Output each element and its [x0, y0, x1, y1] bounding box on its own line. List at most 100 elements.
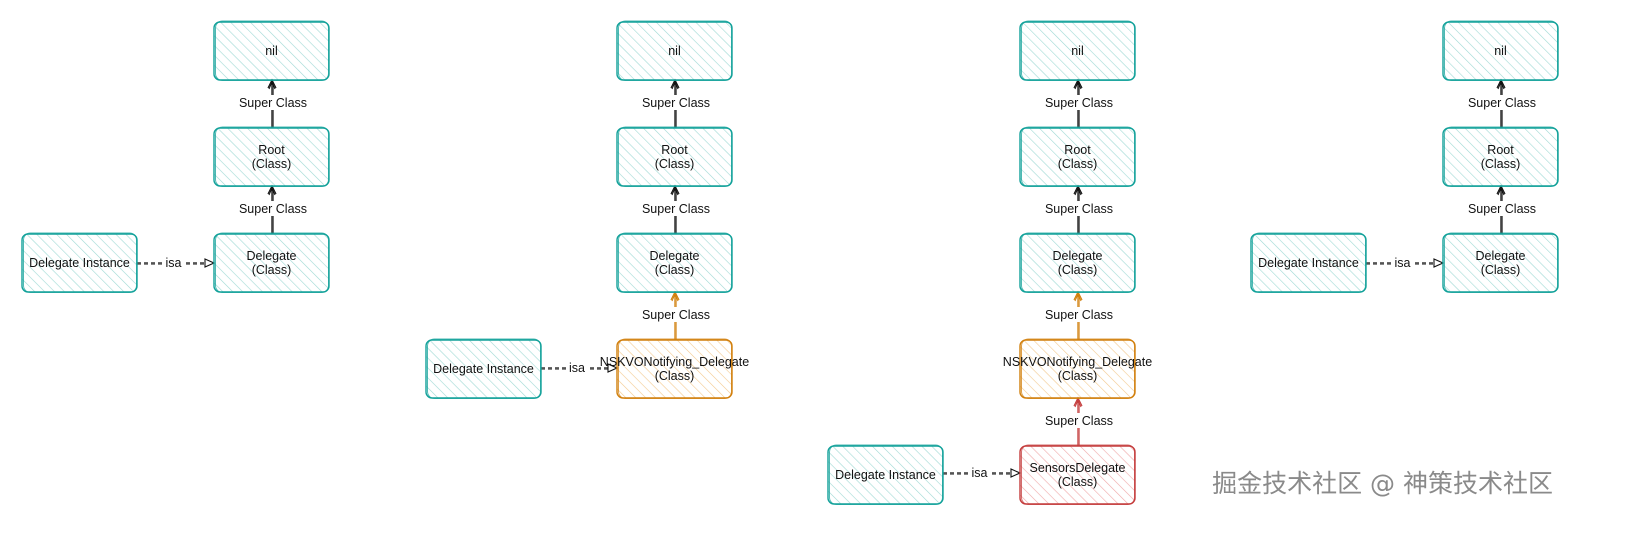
col2-edge-kvo-delegate-label-bg	[639, 307, 711, 322]
col3-sensors-box-sketch	[1021, 444, 1135, 505]
arrow-head-sketch	[671, 80, 679, 90]
col3-instance-label-1: Delegate Instance	[835, 468, 936, 482]
col4-instance: Delegate Instance	[1250, 232, 1367, 293]
col4-nil-box-sketch	[1444, 20, 1558, 81]
col2-delegate-label-1: Delegate	[649, 249, 699, 263]
col3-kvo: NSKVONotifying_Delegate(Class)	[1003, 338, 1152, 399]
col1-instance-label-1: Delegate Instance	[29, 256, 130, 270]
col3-sensors-label-2: (Class)	[1058, 475, 1098, 489]
col1-nil-label-1: nil	[265, 44, 278, 58]
col1-nil-box-sketch	[215, 20, 329, 81]
col1-edge-delegate-root: Super Class	[236, 184, 308, 234]
col3-kvo-label-2: (Class)	[1058, 369, 1098, 383]
col1-root-label-1: Root	[258, 143, 285, 157]
col1-edge-isa-arrow-head	[204, 258, 216, 268]
col1-delegate: Delegate(Class)	[213, 232, 330, 293]
col2-delegate-label-2: (Class)	[655, 263, 695, 277]
col1-nil: nil	[213, 20, 330, 81]
col2-instance: Delegate Instance	[425, 338, 542, 399]
col3-root-label-2: (Class)	[1058, 157, 1098, 171]
arrow-head-sketch	[1497, 186, 1505, 196]
col2-nil-label-1: nil	[668, 44, 681, 58]
col3-nil: nil	[1019, 20, 1136, 81]
col3-nil-box-sketch	[1021, 20, 1135, 81]
col4-edge-isa-arrow-head	[1433, 258, 1445, 268]
col4-root-label-1: Root	[1487, 143, 1514, 157]
col4-root: Root(Class)	[1442, 126, 1559, 187]
col1-root: Root(Class)	[213, 126, 330, 187]
col3-edge-isa: isa	[943, 464, 1022, 480]
col1-delegate-label-1: Delegate	[246, 249, 296, 263]
arrow-head-sketch	[1074, 186, 1082, 196]
col4-delegate-label-2: (Class)	[1481, 263, 1521, 277]
watermark-text: 掘金技术社区 @ 神策技术社区	[1212, 469, 1553, 498]
col2-instance-box-sketch	[427, 338, 541, 399]
arrow-head-sketch	[671, 186, 679, 196]
col4-edge-isa: isa	[1366, 254, 1445, 270]
col1-instance: Delegate Instance	[21, 232, 138, 293]
col4-edge-root-nil-label-bg	[1465, 95, 1537, 110]
col4-root-label-2: (Class)	[1481, 157, 1521, 171]
col3-root-label-1: Root	[1064, 143, 1091, 157]
col1-root-box-sketch	[215, 126, 329, 187]
arrow-head-sketch	[671, 292, 679, 302]
col2-root: Root(Class)	[616, 126, 733, 187]
col1-delegate-box-sketch	[215, 232, 329, 293]
col2-edge-delegate-root-label-bg	[639, 201, 711, 216]
col2-root-label-2: (Class)	[655, 157, 695, 171]
col3-edge-delegate-root-label-bg	[1042, 201, 1114, 216]
col2-edge-delegate-root-label: Super Class	[642, 202, 710, 216]
col4-edge-root-nil-label: Super Class	[1468, 96, 1536, 110]
col3-edge-isa-label-bg	[968, 464, 991, 479]
col3-edge-isa-arrow-head	[1010, 468, 1022, 478]
arrow-head-sketch	[1074, 292, 1082, 302]
col1-root-label-2: (Class)	[252, 157, 292, 171]
col1-edge-isa: isa	[137, 254, 216, 270]
col1-edge-root-nil-label: Super Class	[239, 96, 307, 110]
arrow-head-sketch	[1497, 80, 1505, 90]
col4-instance-box-sketch	[1252, 232, 1366, 293]
col4-instance-label-1: Delegate Instance	[1258, 256, 1359, 270]
col3-edge-sensors-kvo-label-bg	[1042, 413, 1114, 428]
col3-nil-label-1: nil	[1071, 44, 1084, 58]
arrow-head-sketch	[1074, 398, 1082, 408]
col3-edge-root-nil: Super Class	[1042, 78, 1114, 128]
col2-edge-isa-arrow-head	[607, 363, 619, 373]
col3-delegate-label-2: (Class)	[1058, 263, 1098, 277]
col3-edge-kvo-delegate-label-bg	[1042, 307, 1114, 322]
col2-delegate-box-sketch	[618, 232, 732, 293]
col3-sensors-label-1: SensorsDelegate	[1030, 461, 1126, 475]
col2-root-label-1: Root	[661, 143, 688, 157]
col4-nil-label-1: nil	[1494, 44, 1507, 58]
col3-edge-sensors-kvo-label: Super Class	[1045, 414, 1113, 428]
col3-edge-kvo-delegate-label: Super Class	[1045, 308, 1113, 322]
col2-delegate: Delegate(Class)	[616, 232, 733, 293]
col2-edge-kvo-delegate: Super Class	[639, 290, 711, 340]
col2-nil: nil	[616, 20, 733, 81]
col2-edge-kvo-delegate-label: Super Class	[642, 308, 710, 322]
col1-instance-box-sketch	[23, 232, 137, 293]
col2-edge-root-nil-label: Super Class	[642, 96, 710, 110]
col3-edge-sensors-kvo: Super Class	[1042, 396, 1114, 446]
col3-edge-kvo-delegate: Super Class	[1042, 290, 1114, 340]
col3-edge-isa-label: isa	[972, 466, 988, 480]
col4-root-box-sketch	[1444, 126, 1558, 187]
col4-nil: nil	[1442, 20, 1559, 81]
col2-kvo-label-1: NSKVONotifying_Delegate	[600, 355, 749, 369]
col2-kvo-label-2: (Class)	[655, 369, 695, 383]
col4-edge-isa-label-bg	[1391, 254, 1414, 269]
col3-kvo-label-1: NSKVONotifying_Delegate	[1003, 355, 1152, 369]
col1-edge-root-nil: Super Class	[236, 78, 308, 128]
col3-instance: Delegate Instance	[827, 444, 944, 505]
col3-sensors: SensorsDelegate(Class)	[1019, 444, 1136, 505]
col2-kvo: NSKVONotifying_Delegate(Class)	[600, 338, 749, 399]
col2-instance-label-1: Delegate Instance	[433, 362, 534, 376]
col4-edge-delegate-root-label: Super Class	[1468, 202, 1536, 216]
arrow-head-sketch	[268, 186, 276, 196]
col2-edge-isa-label-bg	[566, 359, 588, 374]
col4-edge-delegate-root: Super Class	[1465, 184, 1537, 234]
col2-edge-isa: isa	[541, 359, 619, 375]
col1-edge-root-nil-label-bg	[236, 95, 308, 110]
